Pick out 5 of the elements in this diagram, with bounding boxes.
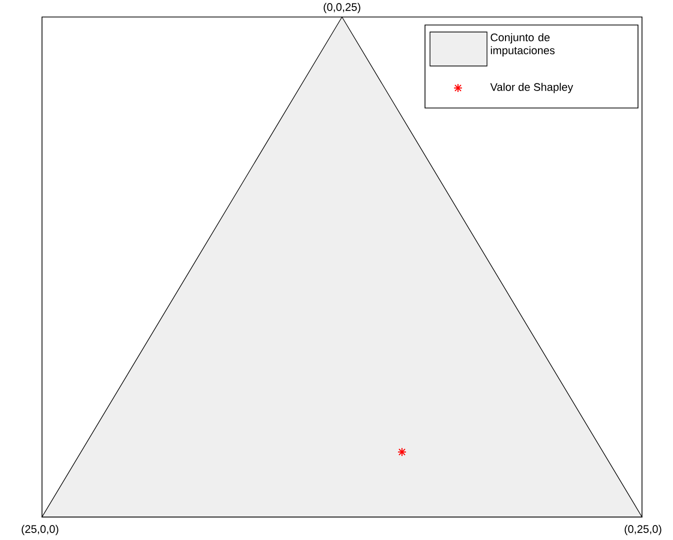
legend-text: Conjunto de imputaciones [490, 33, 555, 56]
vertex-label: (0,25,0) [624, 524, 662, 536]
vertex-label: (25,0,0) [22, 524, 58, 536]
legend-text: Valor de Shapley [490, 82, 574, 94]
vertex-label: (0,0,25) [324, 2, 360, 14]
